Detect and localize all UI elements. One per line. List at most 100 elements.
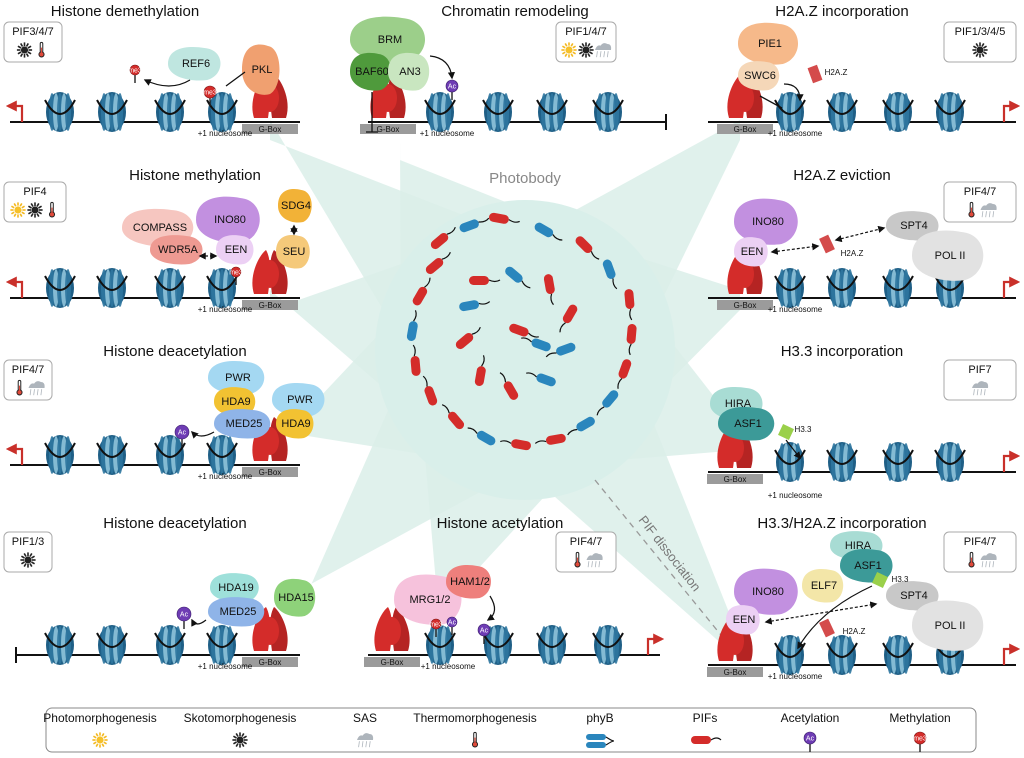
dna-wrap: [96, 442, 128, 458]
shade-line: [985, 561, 987, 568]
protein-een: EEN: [734, 237, 768, 267]
photobody-molecule-10: [567, 416, 595, 436]
dna-strand: G-Box+1 nucleosome: [708, 74, 1021, 138]
nucleosome-3: [206, 92, 238, 132]
dark-disc: [31, 206, 39, 214]
linker: [488, 279, 501, 283]
nucleosome-2: [154, 92, 186, 132]
pif-unit: [455, 332, 474, 350]
linker: [508, 219, 520, 223]
methyl-circle: [230, 266, 242, 278]
phyb-unit: [505, 266, 523, 283]
protein-shape: [388, 52, 430, 91]
nucleosome-1: [826, 92, 858, 132]
tss-arrow-right: [1002, 100, 1021, 122]
dark-ray: [28, 205, 32, 209]
pif-dimer: [374, 607, 410, 651]
pif-badge-box: [943, 181, 1017, 223]
g-box: G-Box: [707, 667, 763, 677]
nucleosome-3: [592, 625, 624, 665]
nucleosome-3: [934, 442, 966, 482]
dark-ray: [29, 563, 33, 567]
protein-shape: [738, 61, 780, 91]
protein-label: HDA9: [281, 418, 310, 430]
pif-unit: [469, 276, 489, 285]
methyl-label: me3: [913, 735, 927, 742]
legend-item-sun: Photomorphogenesis: [43, 711, 157, 748]
dark-ray: [975, 53, 979, 57]
nucleosome-band: [175, 626, 181, 664]
sun-ray: [19, 203, 23, 207]
protein-pwr-1: PWR: [208, 361, 265, 395]
photobody-molecule-7: [626, 323, 637, 356]
shade-line: [980, 389, 982, 396]
shade-line: [603, 51, 605, 58]
dark-ray: [28, 211, 32, 215]
sun-ray: [95, 743, 99, 747]
g-box-bar: [242, 300, 298, 310]
phyb-bottom: [586, 742, 606, 748]
dna-wrap: [592, 632, 624, 648]
dna-wrap: [96, 99, 128, 115]
pif-badge-box: [943, 531, 1017, 573]
pif-badge-box: [555, 531, 617, 573]
pif-badge-label: PIF4/7: [12, 364, 44, 376]
beam-2: [576, 120, 740, 295]
protein-shape: [734, 237, 768, 267]
g-box-label: G-Box: [734, 125, 757, 134]
dark-ray: [589, 45, 593, 49]
dna-wrap: [206, 442, 238, 458]
dna-wrap: [206, 632, 238, 648]
protein-shape: [242, 44, 280, 95]
nucleosome-band: [117, 269, 123, 307]
pif-unit: [410, 355, 421, 376]
linker: [534, 440, 547, 444]
panel-title: H3.3 incorporation: [781, 343, 904, 360]
tss-arrow-left: [5, 276, 24, 298]
dark-ray: [241, 743, 245, 747]
pif-badge: PIF1/3/4/5: [943, 21, 1017, 63]
pif-unit: [618, 359, 632, 379]
sun-icon: [561, 42, 577, 58]
protein-pkl: PKL: [242, 44, 280, 95]
protein-label: EEN: [733, 614, 756, 626]
protein-shape: [734, 198, 798, 245]
dna-wrap: [882, 642, 914, 658]
phyb-unit: [531, 338, 551, 352]
legend-label: Acetylation: [781, 711, 840, 725]
linker: [617, 378, 623, 389]
linker: [499, 372, 507, 383]
thermometer-level: [18, 385, 21, 392]
protein-ref6: REF6: [168, 47, 221, 81]
shade-line: [973, 389, 975, 396]
deacetyl-arrow: [190, 430, 215, 439]
protein-label: MRG1/2: [410, 594, 451, 606]
sun-ray: [19, 213, 23, 217]
dark-ray: [235, 733, 239, 737]
protein-brm: BRM: [350, 16, 426, 63]
pif-badge: PIF4/7: [3, 359, 53, 401]
pif-badge-label: PIF4: [23, 186, 46, 198]
phyb-unit: [534, 222, 554, 238]
dark-ray: [17, 51, 22, 55]
thermometer-icon: [968, 551, 975, 568]
protein-shape: [394, 574, 462, 625]
nucleosome-band: [903, 443, 909, 481]
pif-icon: [691, 736, 722, 744]
sun-ray: [101, 733, 105, 737]
protein-label: MED25: [226, 418, 263, 430]
protein-shape: [718, 407, 775, 441]
protein-sdg4: SDG4: [278, 189, 312, 223]
beam-1: [400, 140, 505, 267]
plus1-nucleosome-label: +1 nucleosome: [768, 305, 823, 314]
legend-box: [45, 707, 977, 753]
photobody-molecule-23: [559, 304, 578, 333]
shade-line: [984, 389, 986, 396]
acetylation-mark: Ac: [174, 424, 190, 447]
dna-wrap: [482, 632, 514, 648]
g-box-bar: [242, 467, 298, 477]
thermometer-icon: [968, 201, 975, 218]
